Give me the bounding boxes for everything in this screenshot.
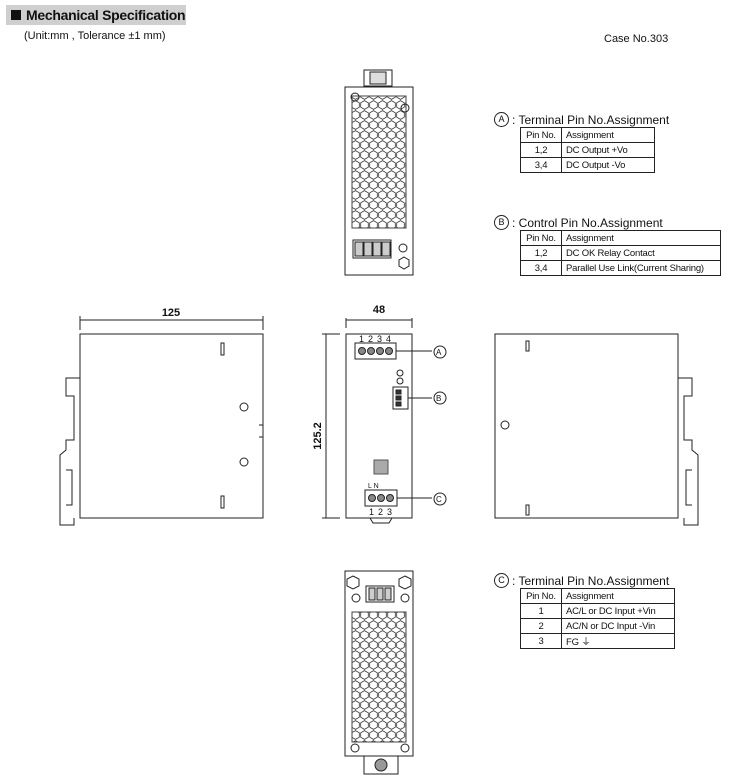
table-header-cell: Assignment	[561, 127, 655, 143]
table-row: 3,4 Parallel Use Link(Current Sharing)	[520, 260, 721, 276]
table-header-cell: Assignment	[561, 230, 721, 246]
table-header-cell: Pin No.	[520, 230, 562, 246]
table-row: 1,2 DC OK Relay Contact	[520, 245, 721, 261]
callout-a: A	[436, 348, 442, 357]
table-row: 1,2 DC Output +Vo	[520, 142, 655, 158]
table-row: 3 FG ⏚	[520, 633, 675, 649]
table-row: Pin No. Assignment	[520, 230, 721, 246]
table-cell: 3	[520, 633, 562, 649]
table-row: 1 AC/L or DC Input +Vin	[520, 603, 675, 619]
table-b: Pin No. Assignment 1,2 DC OK Relay Conta…	[520, 230, 721, 276]
table-a-title-text: : Terminal Pin No.Assignment	[512, 112, 670, 127]
table-cell: DC OK Relay Contact	[561, 245, 721, 261]
section-title: Mechanical Specification	[26, 7, 186, 23]
table-a-title: A : Terminal Pin No.Assignment	[494, 112, 669, 127]
pin-label-2: 2	[368, 334, 373, 344]
table-a: Pin No. Assignment 1,2 DC Output +Vo 3,4…	[520, 127, 655, 173]
table-cell: 1,2	[520, 142, 562, 158]
table-cell: AC/L or DC Input +Vin	[561, 603, 675, 619]
bottom-view	[344, 570, 414, 775]
table-header-cell: Assignment	[561, 588, 675, 604]
side-view-right	[494, 333, 699, 526]
width-dimension: 48	[373, 304, 385, 316]
pin-label-3: 3	[377, 334, 382, 344]
table-header-cell: Pin No.	[520, 588, 562, 604]
table-b-title-text: : Control Pin No.Assignment	[512, 215, 663, 230]
pin-label-c1: 1	[369, 507, 374, 517]
callout-b: B	[436, 394, 441, 403]
pin-label-4: 4	[386, 334, 391, 344]
table-row: Pin No. Assignment	[520, 127, 655, 143]
case-number: Case No.303	[604, 33, 669, 45]
callout-c: C	[436, 495, 442, 504]
table-c-title: C : Terminal Pin No.Assignment	[494, 573, 669, 588]
table-b-title: B : Control Pin No.Assignment	[494, 215, 663, 230]
circle-a-icon: A	[494, 112, 509, 127]
pin-label-c2: 2	[378, 507, 383, 517]
ac-ln-label: L N	[368, 483, 379, 490]
table-cell: FG ⏚	[561, 633, 675, 649]
table-cell: DC Output -Vo	[561, 157, 655, 173]
table-header-cell: Pin No.	[520, 127, 562, 143]
table-row: 2 AC/N or DC Input -Vin	[520, 618, 675, 634]
table-cell: AC/N or DC Input -Vin	[561, 618, 675, 634]
table-c: Pin No. Assignment 1 AC/L or DC Input +V…	[520, 588, 675, 649]
table-c-title-text: : Terminal Pin No.Assignment	[512, 573, 670, 588]
table-row: 3,4 DC Output -Vo	[520, 157, 655, 173]
depth-dimension: 125	[162, 307, 180, 319]
table-cell: 3,4	[520, 260, 562, 276]
circle-c-icon: C	[494, 573, 509, 588]
unit-note: (Unit:mm , Tolerance ±1 mm)	[24, 30, 166, 42]
side-view-left	[59, 316, 264, 526]
height-dimension: 125.2	[312, 422, 324, 450]
table-cell: DC Output +Vo	[561, 142, 655, 158]
table-cell: 1	[520, 603, 562, 619]
pin-label-c3: 3	[387, 507, 392, 517]
header-square-icon	[11, 10, 21, 20]
circle-b-icon: B	[494, 215, 509, 230]
table-cell: 3,4	[520, 157, 562, 173]
section-header: Mechanical Specification	[6, 5, 186, 25]
table-cell: Parallel Use Link(Current Sharing)	[561, 260, 721, 276]
table-cell: 1,2	[520, 245, 562, 261]
front-view	[322, 318, 447, 524]
top-view	[344, 69, 414, 276]
table-cell: 2	[520, 618, 562, 634]
table-row: Pin No. Assignment	[520, 588, 675, 604]
pin-label-1: 1	[359, 334, 364, 344]
